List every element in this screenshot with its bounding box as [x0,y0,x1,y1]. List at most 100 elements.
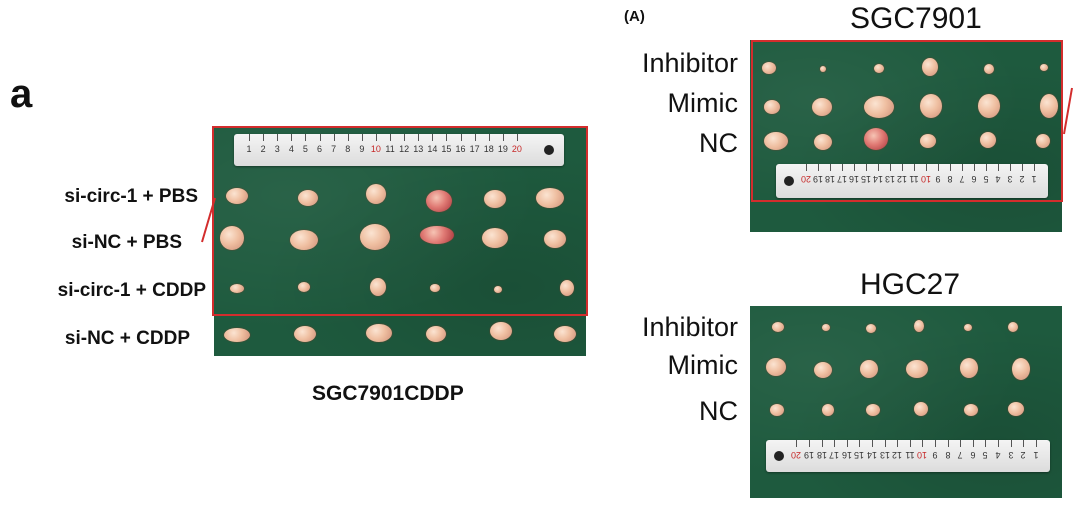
ruler-tick-label: 2 [260,144,266,154]
title-hgc27: HGC27 [860,268,961,301]
tumor [764,100,780,114]
row-label-nc-bottom: NC [699,396,738,426]
ruler-tick-mark [418,134,420,141]
tumor [294,326,316,342]
ruler-tick-label: 8 [944,450,951,460]
highlight-box-left [212,126,588,316]
tumor [366,324,392,342]
tumor [822,404,834,416]
ruler-tick-mark [460,134,462,141]
ruler-tick-mark [854,164,855,171]
ruler-tick-mark [986,164,987,171]
ruler-tick-mark [1010,164,1011,171]
ruler-tick-mark [277,134,279,141]
ruler-tick-label: 6 [317,144,323,154]
ruler-tick-mark [305,134,307,141]
pointer-line-left [201,197,216,243]
ruler-tick-mark [922,440,924,447]
ruler-tick-mark [884,440,886,447]
ruler-tick-mark [1034,164,1035,171]
ruler-tick-label: 5 [982,450,988,460]
tumor [490,322,512,340]
ruler-tick-label: 2 [1020,450,1026,460]
tumor [298,282,310,292]
row-label-inhibitor-top: Inhibitor [641,48,738,78]
ruler-tick-label: 20 [791,450,802,460]
ruler-tick-mark [846,440,848,447]
ruler-tick-mark [859,440,861,447]
tumor [866,324,876,333]
tumor [964,324,972,331]
ruler-tick-mark [985,440,987,447]
ruler-tick-label: 13 [879,450,890,460]
caption-sgc7901cddp: SGC7901CDDP [312,382,464,405]
ruler-tick-mark [878,164,879,171]
row-label-inhibitor-bottom: Inhibitor [641,312,738,342]
ruler-tick-mark [818,164,819,171]
tumor [1008,322,1018,332]
tumor [822,324,830,331]
tumor [482,228,508,248]
ruler-tick-label: 19 [803,450,814,460]
ruler-hole [784,176,794,186]
tumor [226,188,248,204]
ruler-tick-label: 1 [246,144,252,154]
ruler-tick-label: 8 [345,144,351,154]
ruler-tick-mark [390,134,392,141]
tumor [426,190,452,212]
ruler-tick-mark [972,440,974,447]
ruler-tick-mark [375,134,377,141]
ruler-tick-mark [446,134,448,141]
ruler-tick-label: 6 [970,450,976,460]
ruler-tick-label: 20 [511,144,522,154]
ruler-tick-label: 17 [469,144,480,154]
tumor [426,326,446,342]
tumor [554,326,576,342]
tumor [914,320,924,332]
ruler-tick-mark [291,134,293,141]
ruler-tick-label: 16 [455,144,466,154]
ruler-tick-mark [404,134,406,141]
tumor [980,132,996,148]
tumor [922,58,938,76]
ruler-tick-label: 3 [274,144,280,154]
tumor [494,286,502,293]
ruler-tick-label: 1 [1033,450,1039,460]
ruler-tick-label: 17 [829,450,840,460]
ruler-tick-label: 5 [302,144,308,154]
ruler-tick-label: 12 [892,450,903,460]
ruler-tick-mark [1022,164,1023,171]
row-label-mimic-top: Mimic [667,88,738,118]
ruler-tick-mark [938,164,939,171]
ruler-tick-label: 9 [932,450,938,460]
row-label-nc-top: NC [699,128,738,158]
tumor [298,190,318,206]
tumor [1040,64,1048,71]
tumor [914,402,928,416]
ruler-tick-mark [934,440,936,447]
tumor [770,404,784,416]
ruler-tick-mark [347,134,349,141]
ruler-tick-mark [333,134,335,141]
ruler-tick-label: 18 [816,450,827,460]
ruler-hole [544,145,554,155]
ruler-tick-label: 16 [841,450,852,460]
ruler-tick-mark [474,134,476,141]
ruler-tick-mark [926,164,927,171]
ruler-tick-label: 10 [917,450,928,460]
ruler-tick-mark [997,440,999,447]
ruler-tick-mark [796,440,798,447]
tumor [1012,358,1030,380]
tumor [772,322,784,332]
ruler-tick-label: 15 [441,144,452,154]
ruler-tick-mark [319,134,321,141]
tumor [920,134,936,148]
ruler-tick-mark [998,164,999,171]
ruler-tick-mark [830,164,831,171]
tumor [430,284,440,292]
ruler-hole [774,451,784,461]
